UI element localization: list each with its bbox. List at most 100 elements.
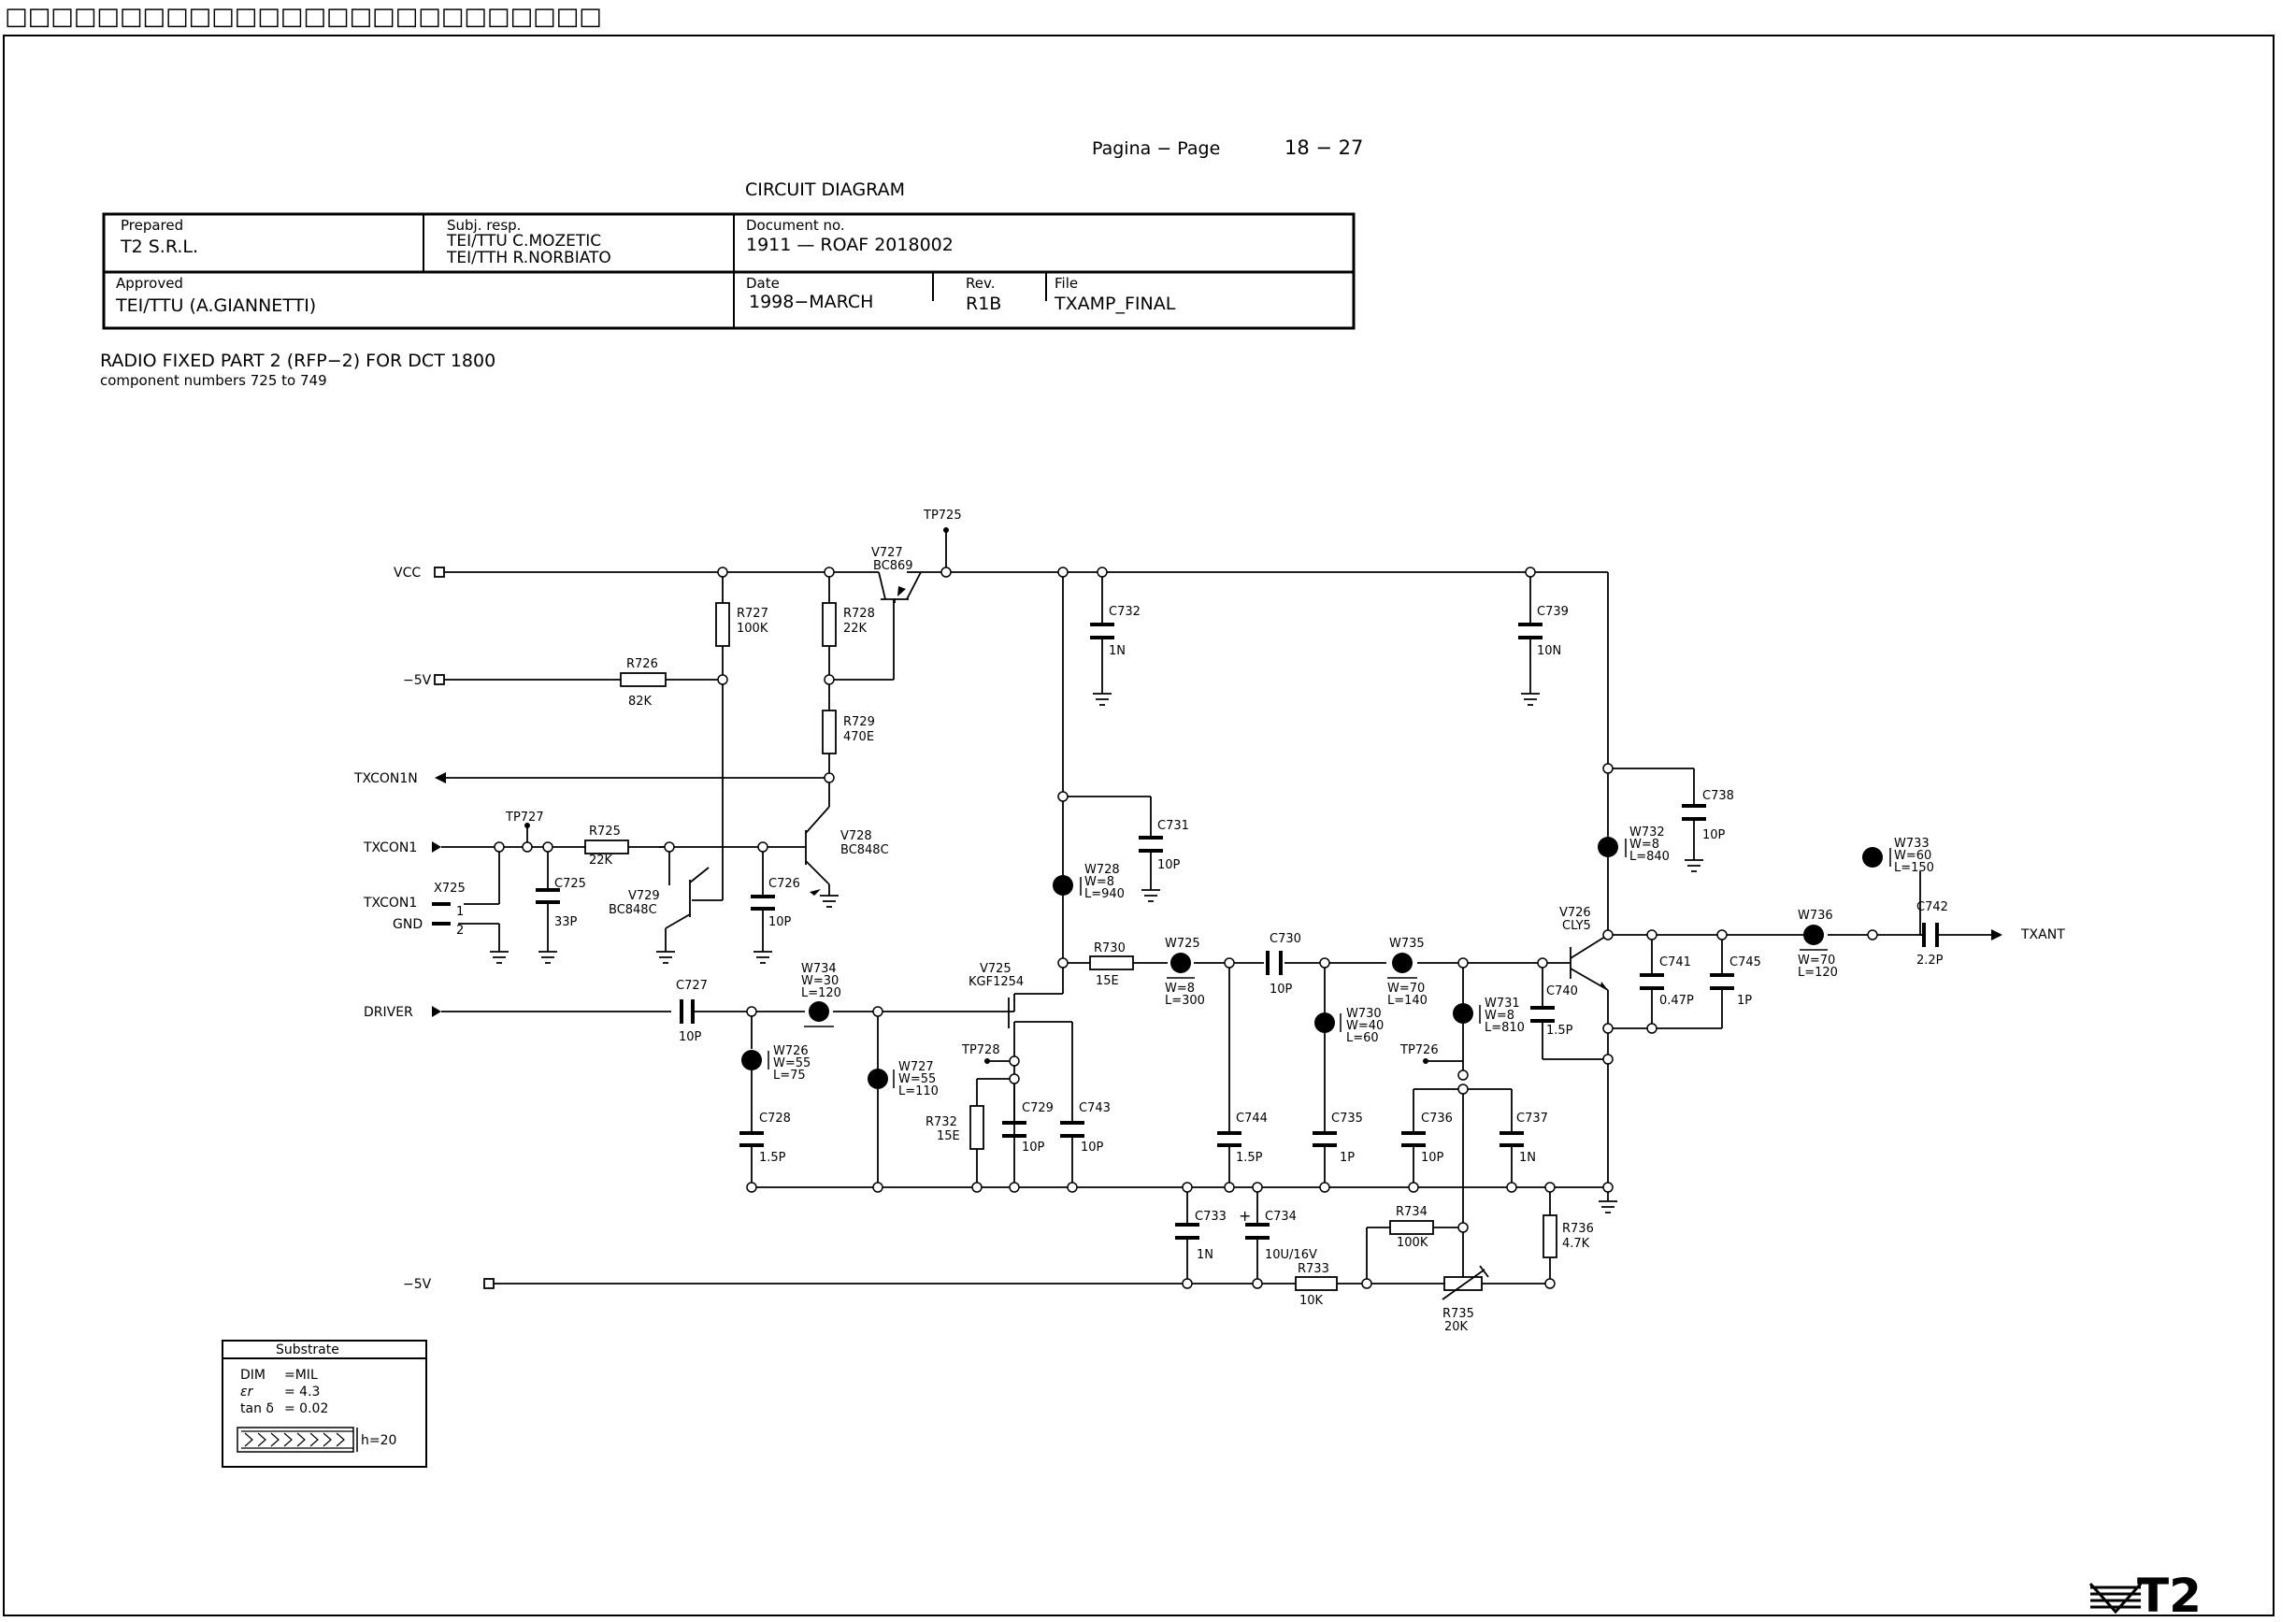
w733-width: W=60 (1894, 849, 1931, 863)
x725-pin1: 1 (456, 905, 464, 919)
grounds (490, 693, 1703, 1213)
subj-line1: TEI/TTU C.MOZETIC (446, 232, 601, 251)
rev-label: Rev. (966, 275, 995, 292)
c726-label: C726 (768, 877, 800, 891)
v725-type: KGF1254 (969, 975, 1024, 989)
r728-value: 22K (843, 622, 868, 636)
w732-width: W=8 (1629, 838, 1659, 852)
substrate-tan-label: tan δ (240, 1401, 274, 1416)
w726-length: L=75 (773, 1069, 806, 1083)
c733-value: 1N (1197, 1248, 1213, 1262)
c736-value: 10P (1421, 1151, 1444, 1165)
rev-value: R1B (966, 294, 1001, 314)
substrate-hatch (241, 1430, 353, 1449)
c734-polarity: + (1239, 1207, 1251, 1225)
r727-body (715, 602, 730, 647)
w734-pad (809, 1001, 829, 1022)
w727-width: W=55 (898, 1072, 936, 1086)
c741-label: C741 (1659, 955, 1691, 969)
tp727-label: TP727 (505, 811, 544, 825)
c725-label: C725 (554, 877, 586, 891)
r729-value: 470E (843, 730, 874, 744)
tp725-label: TP725 (923, 509, 962, 523)
w727-label: W727 (898, 1060, 934, 1074)
substrate-tan-value: = 0.02 (284, 1401, 328, 1416)
w734-width: W=30 (801, 974, 839, 988)
w731-length: L=810 (1485, 1021, 1525, 1035)
w725-pad (1170, 953, 1191, 973)
tp726-label: TP726 (1399, 1043, 1439, 1057)
prepared-value: T2 S.R.L. (120, 237, 198, 257)
c740-value: 1.5P (1546, 1024, 1573, 1038)
microstrip-bars (768, 839, 1891, 1088)
r736-label: R736 (1562, 1222, 1594, 1236)
c732-label: C732 (1109, 605, 1141, 619)
w730-pad (1314, 1012, 1335, 1033)
c741-value: 0.47P (1659, 994, 1694, 1008)
prepared-label: Prepared (121, 217, 183, 234)
w736-pad (1803, 925, 1824, 945)
x725-txcon1-label: TXCON1 (363, 896, 417, 911)
w725-length: L=300 (1165, 994, 1205, 1008)
w735-pad (1392, 953, 1413, 973)
page-number: 18 − 27 (1284, 136, 1363, 159)
c725-value: 33P (554, 915, 578, 929)
v727-type: BC869 (873, 559, 913, 573)
r734-body (1389, 1220, 1434, 1235)
r727-label: R727 (737, 607, 768, 621)
c726-value: 10P (768, 915, 792, 929)
w732-label: W732 (1629, 825, 1665, 840)
w726-pad (741, 1050, 762, 1070)
r733-body (1295, 1276, 1338, 1291)
page-label: Pagina − Page (1092, 138, 1220, 159)
test-points (524, 527, 1428, 1064)
v729-type: BC848C (609, 903, 657, 917)
c734-value: 10U/16V (1265, 1248, 1317, 1262)
r725-value: 22K (589, 854, 613, 868)
v727-label: V727 (871, 546, 903, 560)
r735-body (1443, 1276, 1483, 1291)
r730-label: R730 (1094, 941, 1126, 955)
r730-value: 15E (1096, 974, 1119, 988)
r726-body (620, 672, 667, 687)
v727-transistor (878, 571, 922, 603)
w735-width: W=70 (1387, 982, 1425, 996)
w731-width: W=8 (1485, 1009, 1514, 1023)
doc-type: CIRCUIT DIAGRAM (745, 179, 905, 200)
diagram-subtitle: component numbers 725 to 749 (100, 372, 327, 389)
w728-pad (1053, 875, 1073, 896)
docno-label: Document no. (746, 217, 845, 234)
w726-width: W=55 (773, 1056, 811, 1070)
r734-label: R734 (1396, 1205, 1428, 1219)
signal-labels: VCC −5V TXCON1N TXCON1 TXCON1 GND 1 2 DR… (353, 566, 2065, 1292)
tp728-label: TP728 (961, 1043, 1000, 1057)
c736-label: C736 (1421, 1112, 1453, 1126)
t2-logo-text: T2 (2137, 1569, 2202, 1622)
r732-body (969, 1105, 984, 1150)
w728-width: W=8 (1084, 875, 1114, 889)
m5v-top-port (434, 674, 445, 685)
v726-label: V726 (1559, 906, 1591, 920)
c737-label: C737 (1516, 1112, 1548, 1126)
substrate-dim-label: DIM (240, 1368, 265, 1383)
c730-label: C730 (1270, 932, 1301, 946)
w733-length: L=150 (1894, 861, 1934, 875)
schematic (432, 530, 1991, 1285)
txcon1n-label: TXCON1N (353, 771, 418, 786)
w727-pad (868, 1069, 888, 1089)
docno-value: 1911 — ROAF 2018002 (746, 235, 954, 255)
w725-width: W=8 (1165, 982, 1195, 996)
c740-label: C740 (1546, 984, 1578, 998)
microstrips (741, 837, 1883, 1089)
file-label: File (1055, 275, 1078, 292)
w736-length: L=120 (1798, 966, 1838, 980)
component-labels: TP725 TP727 TP728 TP726 X725 R727 100K R… (434, 509, 1948, 1334)
subj-label: Subj. resp. (447, 217, 521, 234)
approved-label: Approved (116, 275, 183, 292)
c739-value: 10N (1537, 644, 1561, 658)
c727-value: 10P (679, 1030, 702, 1044)
c742-value: 2.2P (1916, 954, 1944, 968)
w730-label: W730 (1346, 1007, 1382, 1021)
file-value: TXAMP_FINAL (1054, 294, 1176, 314)
r726-value: 82K (628, 695, 653, 709)
